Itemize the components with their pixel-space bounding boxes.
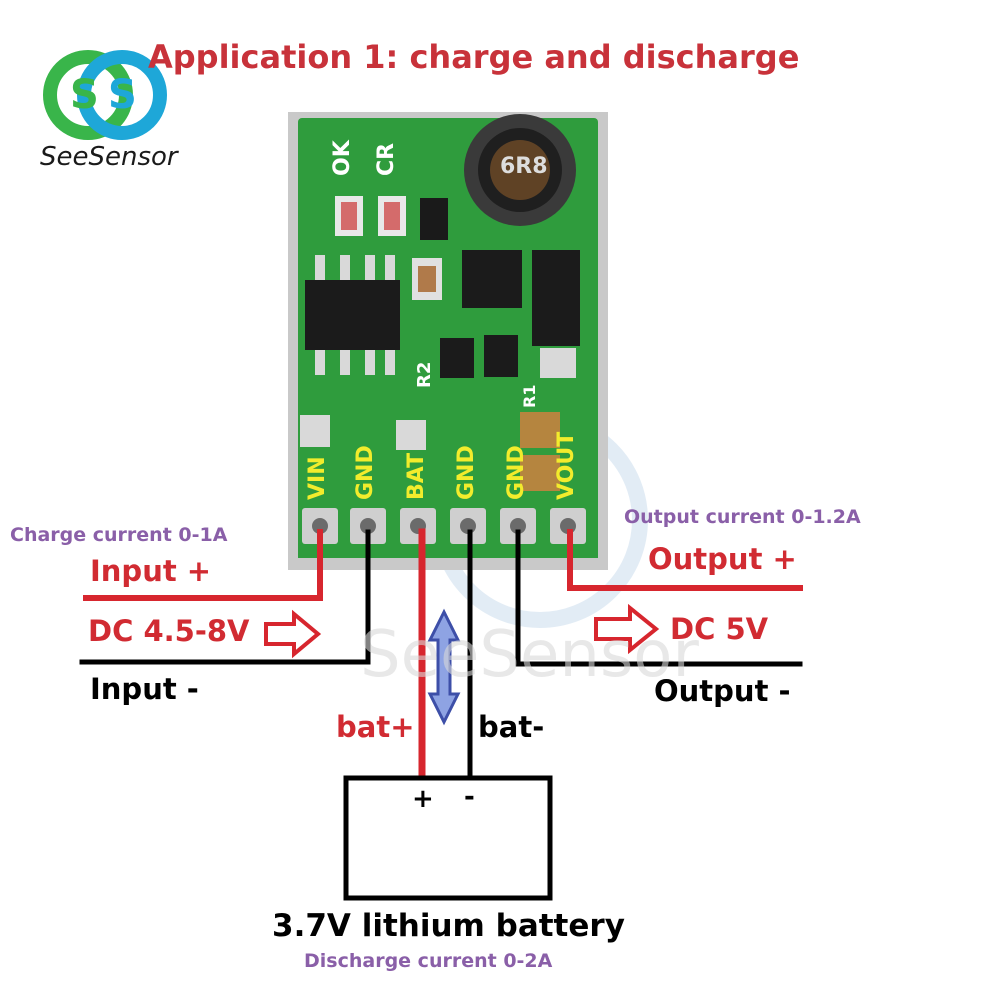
output-plus-label: Output + <box>648 542 797 576</box>
battery-minus-sign: - <box>464 782 475 812</box>
bat-minus-label: bat- <box>478 710 545 744</box>
silk-r1: R1 <box>520 384 539 408</box>
input-plus-label: Input + <box>90 554 212 588</box>
inductor-mark: 6R8 <box>500 154 548 179</box>
output-minus-label: Output - <box>654 674 791 708</box>
pin-gnd-3: GND <box>504 445 529 500</box>
ic-chip <box>305 280 400 350</box>
output-current-label: Output current 0-1.2A <box>624 506 861 528</box>
input-range-label: DC 4.5-8V <box>88 614 250 648</box>
page-title: Application 1: charge and discharge <box>148 38 800 76</box>
bat-plus-label: bat+ <box>336 710 415 744</box>
wire-input-minus <box>79 529 371 665</box>
silk-cr: CR <box>374 142 399 176</box>
output-voltage-label: DC 5V <box>670 612 769 646</box>
wires <box>79 528 803 789</box>
wire-input-plus <box>83 529 323 601</box>
pin-gnd-1: GND <box>353 445 378 500</box>
input-arrow <box>264 609 322 659</box>
pcb-board <box>288 112 608 570</box>
svg-text:S: S <box>108 72 137 118</box>
seesensor-logo: S S <box>43 50 167 140</box>
pin-gnd-2: GND <box>454 445 479 500</box>
brand-name: SeeSensor <box>40 142 178 172</box>
pin-vin: VIN <box>305 456 330 500</box>
input-minus-label: Input - <box>90 672 199 706</box>
silk-r2: R2 <box>414 361 435 388</box>
pin-holes <box>302 508 586 544</box>
pin-bat: BAT <box>404 452 429 500</box>
wire-output-minus <box>515 529 803 667</box>
charge-current-label: Charge current 0-1A <box>10 524 228 546</box>
pin-vout: VOUT <box>554 431 579 500</box>
discharge-current-label: Discharge current 0-2A <box>304 950 553 972</box>
battery-plus-sign: + <box>412 784 434 814</box>
battery-box <box>343 775 553 901</box>
wire-output-plus <box>567 529 803 591</box>
output-arrow <box>594 603 660 655</box>
svg-text:S: S <box>70 72 99 118</box>
battery-label: 3.7V lithium battery <box>272 908 625 944</box>
silk-ok: OK <box>330 140 355 176</box>
charge-discharge-arrow <box>427 608 461 726</box>
watermark-text: SeeSensor <box>360 618 699 692</box>
